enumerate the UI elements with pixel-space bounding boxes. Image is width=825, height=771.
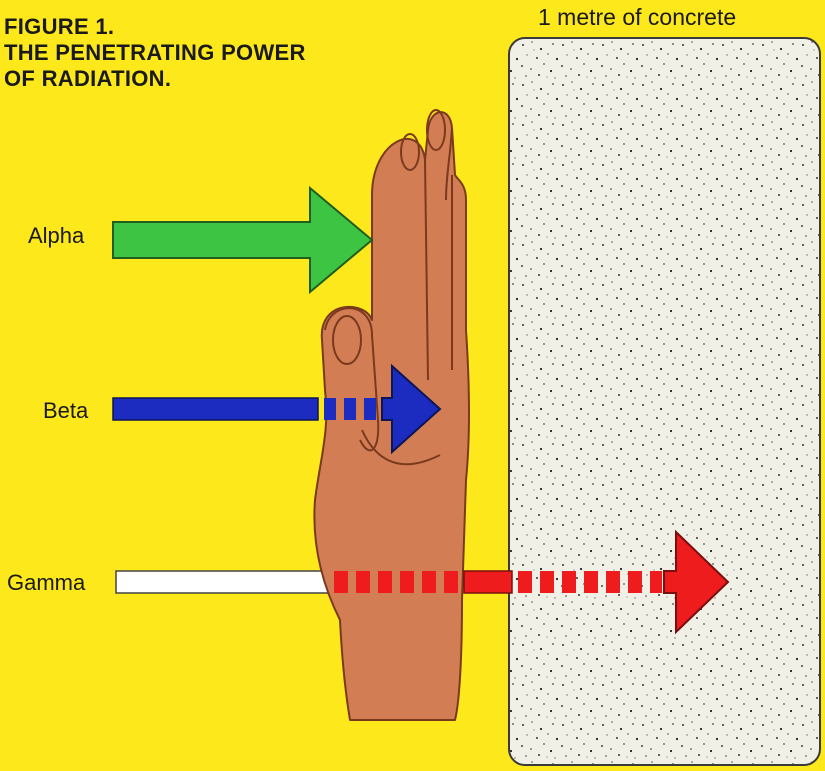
title-line-2: THE PENETRATING POWER: [4, 40, 306, 66]
figure-title: FIGURE 1. THE PENETRATING POWER OF RADIA…: [4, 14, 306, 92]
concrete-block: [509, 38, 820, 765]
gamma-label: Gamma: [7, 570, 85, 596]
concrete-label: 1 metre of concrete: [538, 4, 736, 31]
title-line-3: OF RADIATION.: [4, 66, 306, 92]
gamma-source-bar: [116, 571, 346, 593]
alpha-arrow: [113, 188, 372, 292]
title-line-1: FIGURE 1.: [4, 14, 306, 40]
beta-label: Beta: [43, 398, 88, 424]
alpha-label: Alpha: [28, 223, 84, 249]
